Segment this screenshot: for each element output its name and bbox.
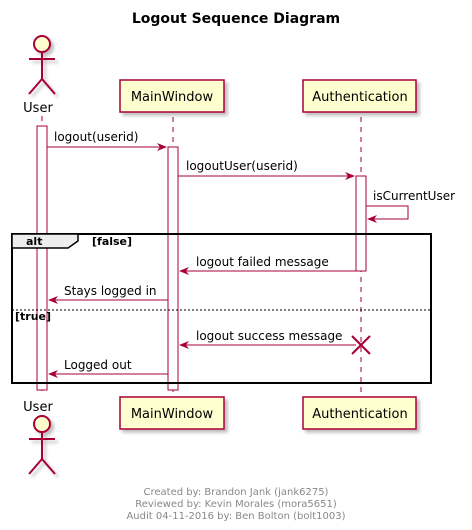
message-logoutuser-label: logoutUser(userid) — [186, 159, 298, 173]
diagram-title: Logout Sequence Diagram — [132, 11, 340, 27]
footer-created-by: Created by: Brandon Jank (jank6275) — [144, 487, 329, 498]
participant-mainwindow-top: MainWindow — [119, 79, 225, 113]
participant-authentication-bottom: Authentication — [302, 396, 417, 430]
activation-user — [36, 125, 48, 391]
participant-authentication-label-bottom: Authentication — [312, 407, 407, 422]
actor-user-top — [28, 35, 56, 95]
participant-user-label-bottom: User — [23, 400, 53, 415]
participant-authentication-top: Authentication — [302, 79, 417, 113]
message-logout-label: logout(userid) — [54, 130, 138, 144]
destroy-marker — [351, 335, 371, 355]
participant-mainwindow-bottom: MainWindow — [119, 396, 225, 430]
activation-mainwindow — [167, 146, 179, 391]
participant-mainwindow-label-top: MainWindow — [131, 90, 214, 105]
alt-frame: alt [false] [true] — [11, 233, 432, 384]
message-logout-failed-label: logout failed message — [196, 255, 329, 269]
footer-reviewed-by: Reviewed by: Kevin Morales (mora5651) — [135, 499, 337, 510]
participant-user-label-top: User — [23, 101, 53, 116]
message-stays-logged-in-label: Stays logged in — [64, 284, 157, 298]
message-logout-success-label: logout success message — [196, 329, 342, 343]
activation-authentication — [355, 175, 367, 272]
participant-authentication-label-top: Authentication — [312, 90, 407, 105]
alt-frame-guard-false: [false] — [92, 235, 132, 248]
footer-audit: Audit 04-11-2016 by: Ben Bolton (bolt100… — [126, 511, 345, 522]
actor-user-bottom — [28, 415, 56, 475]
participant-mainwindow-label-bottom: MainWindow — [131, 407, 214, 422]
alt-frame-guard-true: [true] — [15, 310, 51, 323]
message-iscurrentuser-arrow — [366, 205, 409, 223]
message-iscurrentuser-label: isCurrentUser — [373, 189, 455, 203]
message-logged-out-label: Logged out — [64, 358, 132, 372]
alt-frame-keyword: alt — [26, 235, 42, 248]
